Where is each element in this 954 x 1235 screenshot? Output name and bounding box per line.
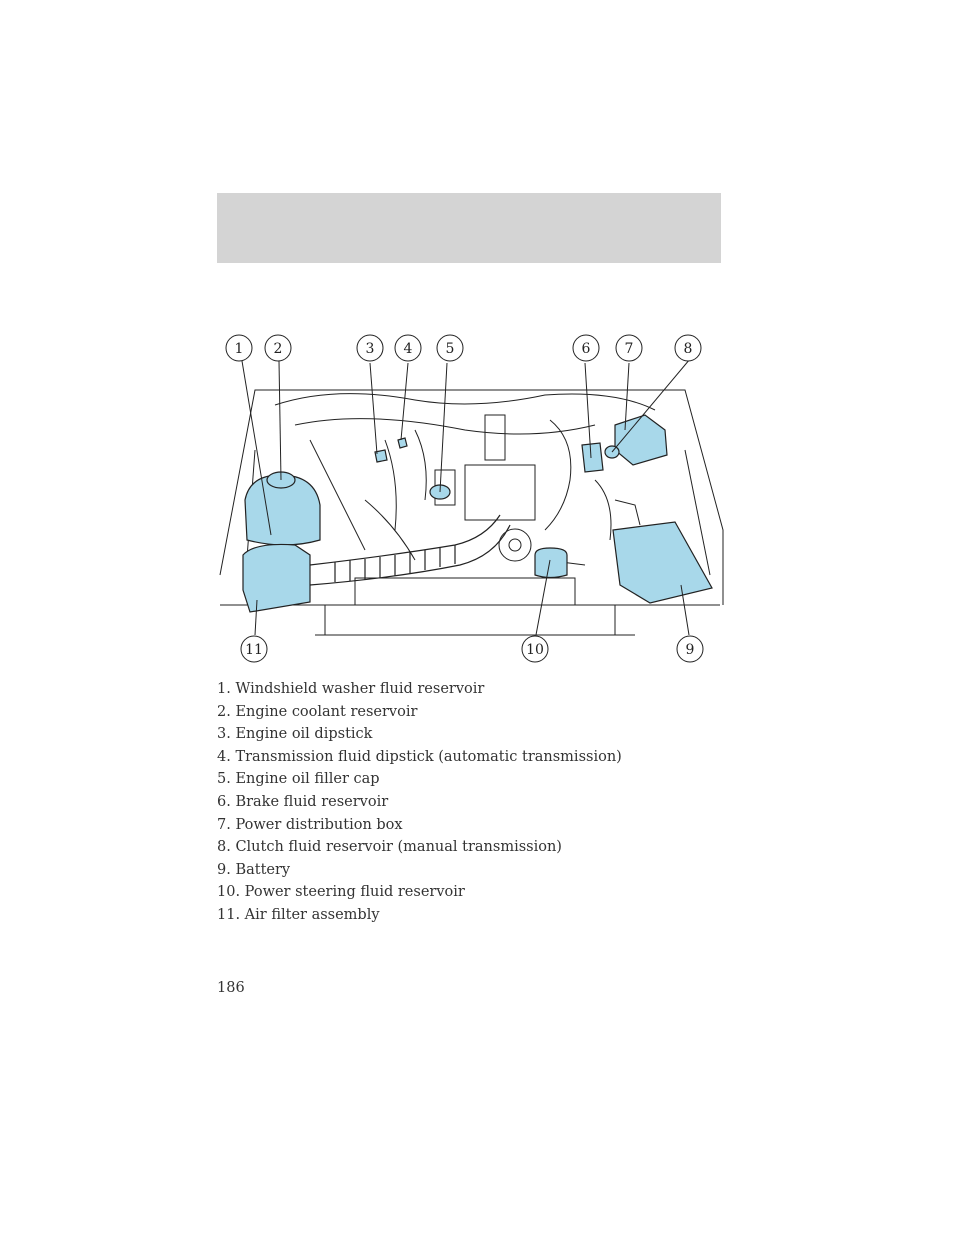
header-band [217,193,721,263]
oil-dipstick-shape [374,449,388,463]
legend-item: 10. Power steering fluid reservoir [217,884,465,901]
legend-item: 9. Battery [217,861,291,878]
engine-compartment-diagram: 1 2 3 4 5 6 7 8 9 10 11 [215,330,725,670]
svg-text:5: 5 [446,341,455,357]
legend-item: 11. Air filter assembly [217,906,380,923]
callout-4: 4 [394,334,422,362]
legend-item: 4. Transmission fluid dipstick (automati… [217,748,622,765]
page-number: 186 [217,980,245,996]
legend-item: 2. Engine coolant reservoir [217,703,418,720]
component-legend: 1. Windshield washer fluid reservoir 2. … [217,678,622,927]
legend-item: 8. Clutch fluid reservoir (manual transm… [217,839,562,856]
air-filter-shape [242,543,311,613]
engine-illustration: 1 2 3 4 5 6 7 8 9 10 11 [219,334,724,663]
svg-text:7: 7 [625,341,634,357]
svg-text:8: 8 [684,341,693,357]
intake-box [464,464,536,521]
callout-3: 3 [356,334,384,362]
legend-item: 5. Engine oil filler cap [217,771,380,788]
svg-text:9: 9 [686,642,695,658]
svg-text:4: 4 [404,341,413,357]
callout-1: 1 [225,334,253,362]
power-steering-reservoir-shape [534,547,568,579]
callout-7: 7 [615,334,643,362]
callout-8: 8 [674,334,702,362]
svg-text:11: 11 [245,642,263,658]
callout-5: 5 [436,334,464,362]
callout-11: 11 [240,635,268,663]
svg-text:1: 1 [235,341,244,357]
svg-text:2: 2 [274,341,283,357]
svg-text:3: 3 [366,341,375,357]
svg-text:6: 6 [582,341,591,357]
callout-9: 9 [676,635,704,663]
radiator [354,577,576,606]
legend-item: 3. Engine oil dipstick [217,726,373,743]
legend-item: 1. Windshield washer fluid reservoir [217,681,485,697]
callout-2: 2 [264,334,292,362]
svg-text:10: 10 [526,642,544,658]
callout-10: 10 [521,635,549,663]
brake-reservoir-shape [581,442,604,473]
power-distribution-box-shape [614,414,668,466]
legend-item: 7. Power distribution box [217,816,403,833]
trans-dipstick-shape [397,437,408,449]
legend-item: 6. Brake fluid reservoir [217,793,389,810]
body-outline [219,389,724,605]
callout-6: 6 [572,334,600,362]
battery-shape [612,521,713,604]
callout-markers: 1 2 3 4 5 6 7 8 9 10 11 [225,334,704,663]
